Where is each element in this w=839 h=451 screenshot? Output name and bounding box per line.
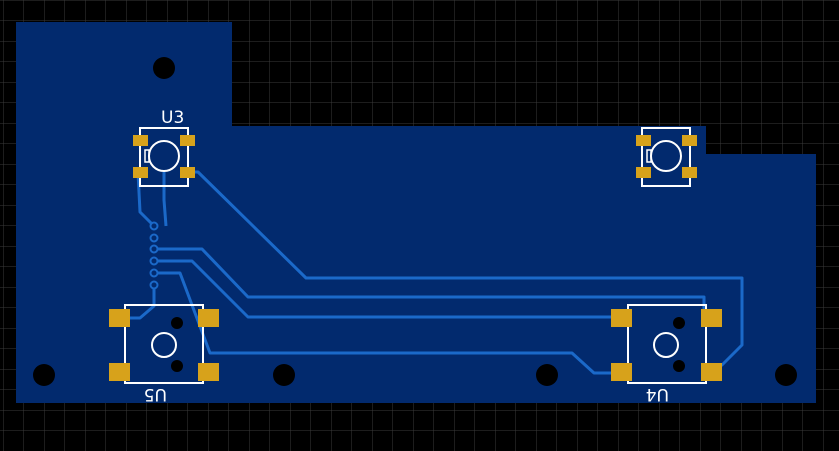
trace <box>154 247 706 316</box>
pad <box>180 167 195 178</box>
mounting-hole <box>273 364 295 386</box>
pad <box>636 135 651 146</box>
trace <box>136 171 156 228</box>
component-small-switch-right[interactable] <box>636 127 697 187</box>
switch-button <box>151 332 177 358</box>
trace <box>162 172 168 227</box>
pad <box>133 167 148 178</box>
switch-nub <box>144 149 150 163</box>
mounting-hole <box>153 57 175 79</box>
switch-button <box>653 332 679 358</box>
trace <box>154 259 622 319</box>
via <box>149 233 159 243</box>
vias <box>149 221 159 290</box>
alignment-hole <box>171 360 183 372</box>
pad <box>133 135 148 146</box>
alignment-hole <box>171 317 183 329</box>
pad <box>109 309 130 327</box>
via <box>149 244 159 254</box>
pad <box>198 309 219 327</box>
via <box>149 268 159 278</box>
mounting-hole <box>536 364 558 386</box>
pad <box>611 363 632 381</box>
switch-actuator <box>650 140 682 172</box>
mounting-hole <box>33 364 55 386</box>
via <box>149 280 159 290</box>
silkscreen-outline <box>627 304 707 384</box>
pad <box>611 309 632 327</box>
silkscreen-outline <box>139 127 189 187</box>
via <box>149 221 159 231</box>
mounting-hole <box>775 364 797 386</box>
component-label-u3: U3 <box>161 108 184 128</box>
pad <box>198 363 219 381</box>
switch-nub <box>646 149 652 163</box>
alignment-hole <box>673 317 685 329</box>
pad <box>682 167 697 178</box>
board-outline <box>16 22 816 403</box>
via <box>149 256 159 266</box>
pad <box>109 363 130 381</box>
component-u5[interactable]: U5 <box>109 304 219 404</box>
pad <box>701 309 722 327</box>
alignment-hole <box>673 360 685 372</box>
pad <box>636 167 651 178</box>
component-label-u5: U5 <box>144 384 167 404</box>
trace <box>154 271 622 375</box>
silkscreen-outline <box>124 304 204 384</box>
switch-actuator <box>148 140 180 172</box>
pad <box>701 363 722 381</box>
component-label-u4: U4 <box>646 384 669 404</box>
component-u4[interactable]: U4 <box>611 304 722 404</box>
pad <box>180 135 195 146</box>
silkscreen-outline <box>641 127 691 187</box>
pad <box>682 135 697 146</box>
component-u3[interactable]: U3 <box>133 108 195 187</box>
